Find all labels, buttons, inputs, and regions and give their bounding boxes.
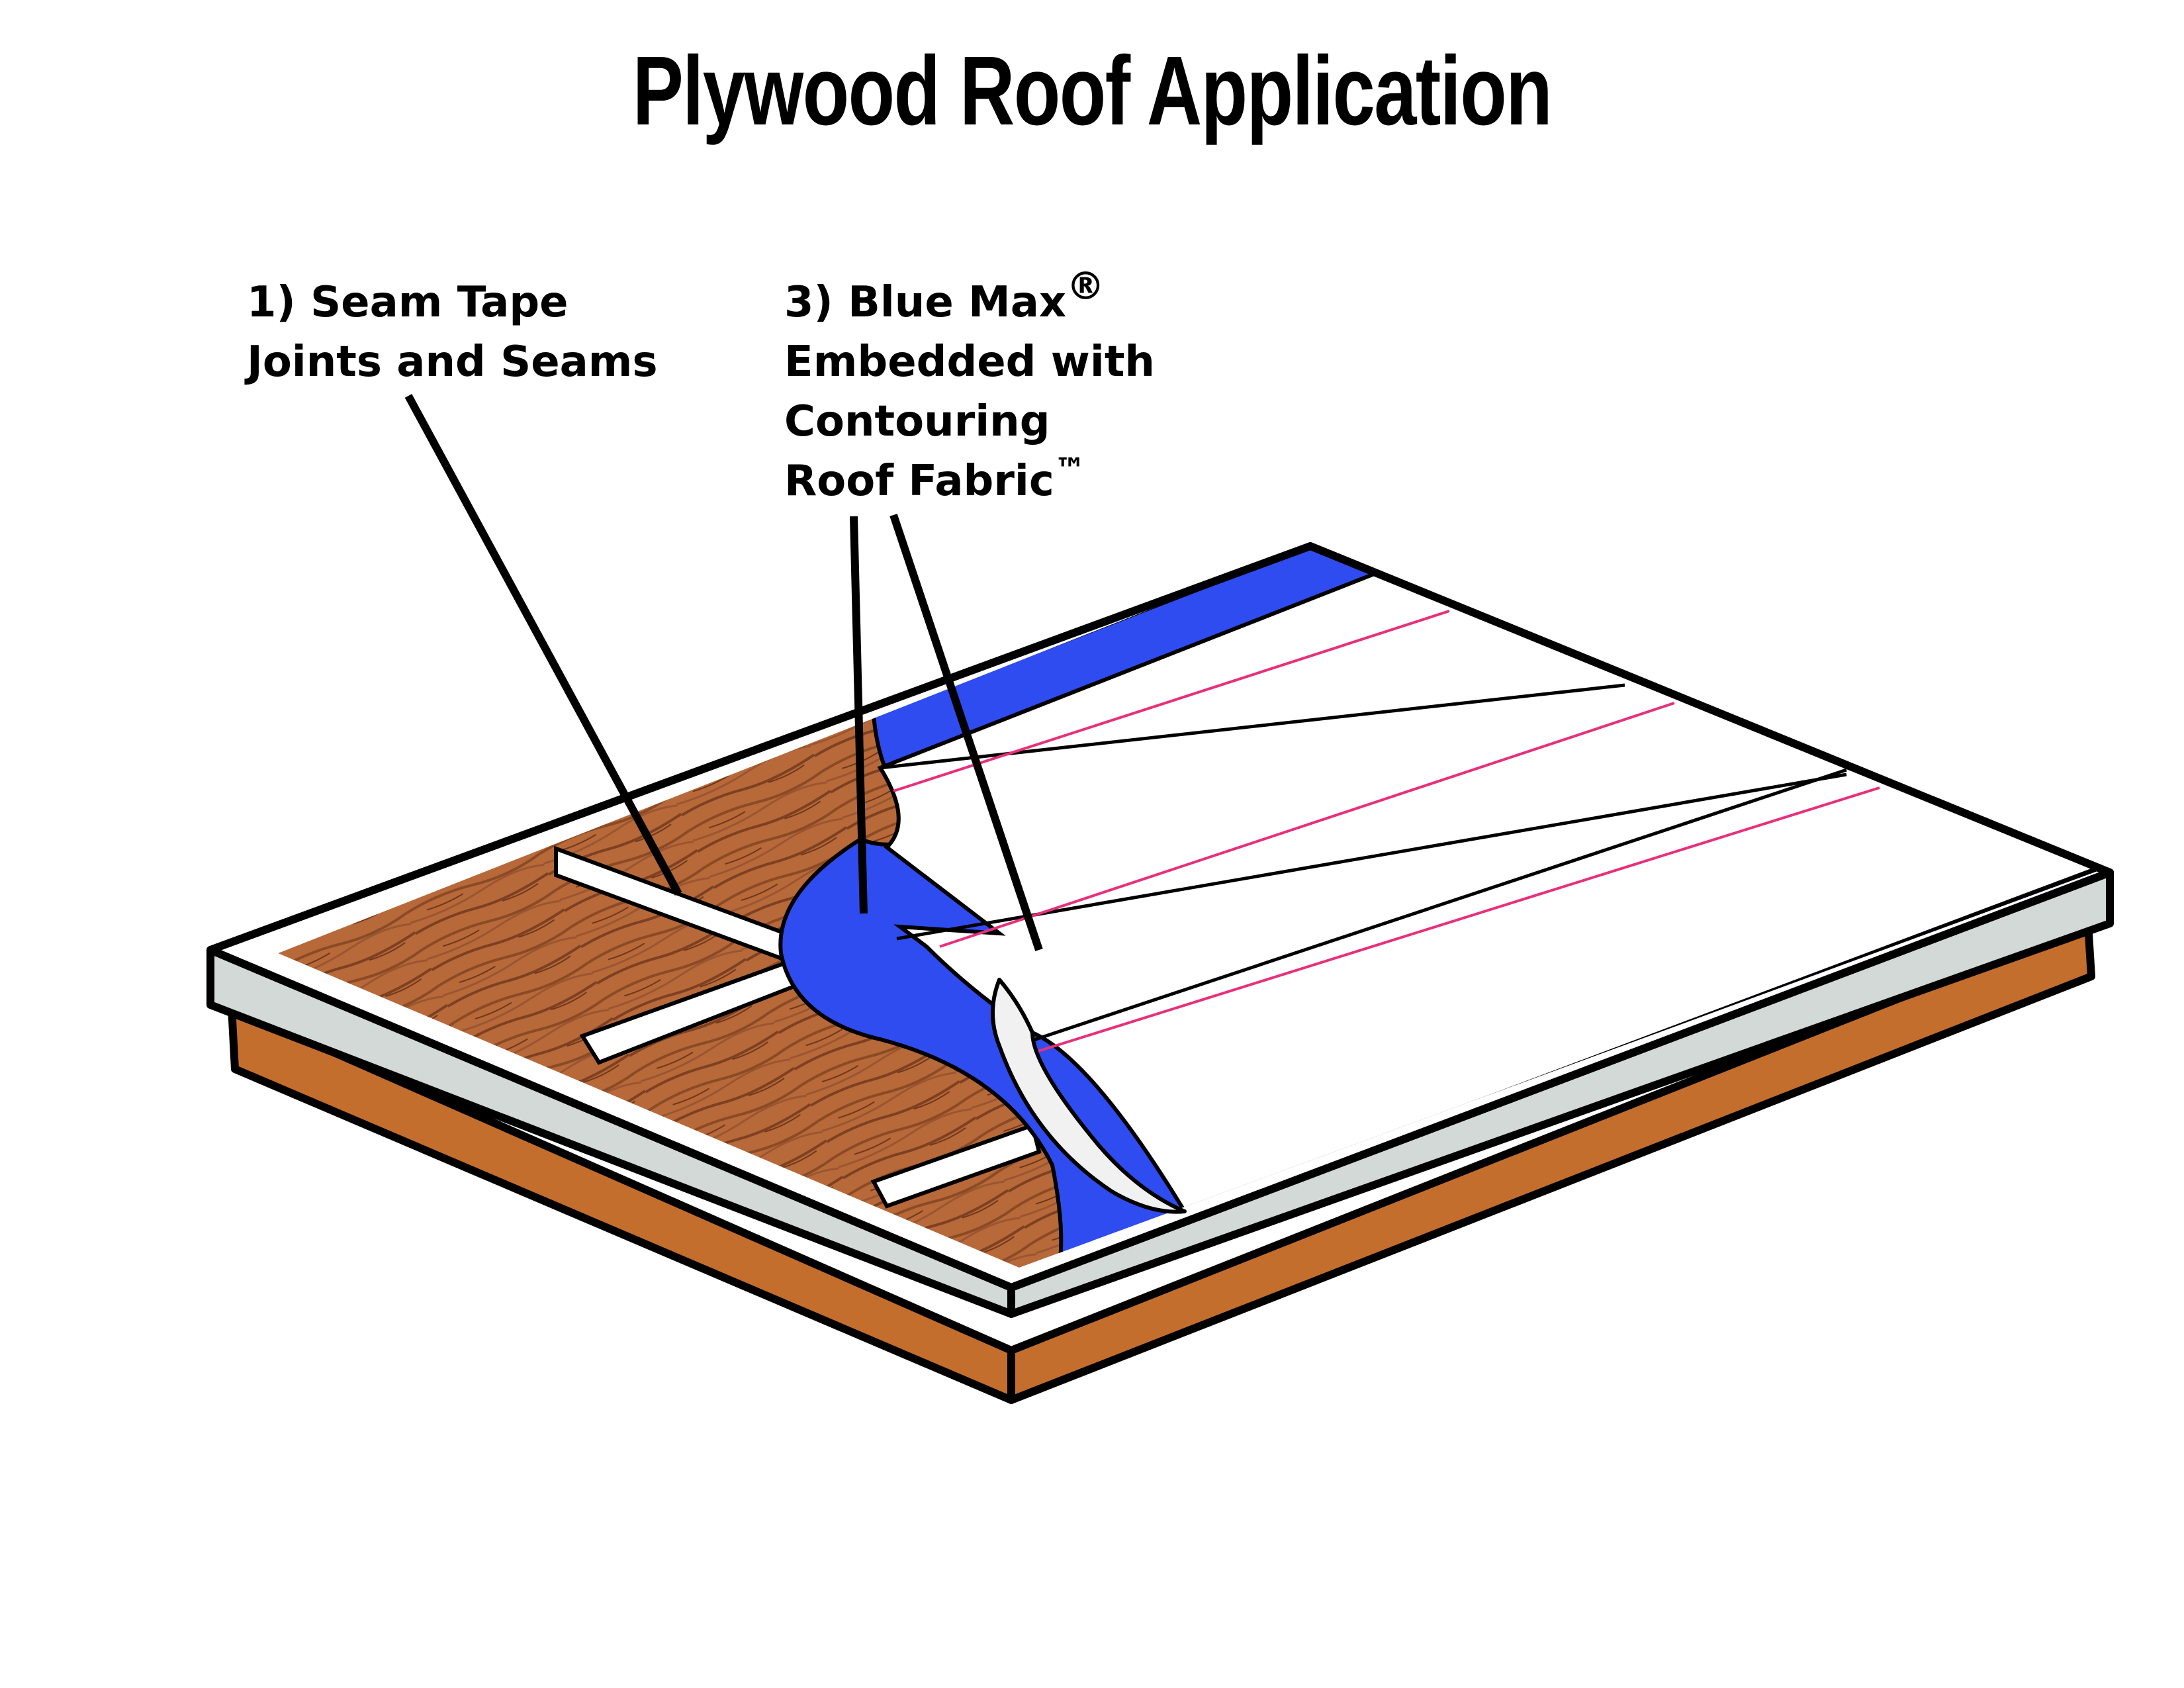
roof-fabric-text: Roof Fabric — [784, 457, 1054, 506]
fabric-guide-line — [1012, 786, 1880, 1060]
seam-tape-label-line2: Joints and Seams — [247, 338, 658, 387]
deck-outline — [206, 542, 2114, 1291]
blue-max-label-line4: Roof Fabric™ — [784, 451, 1155, 511]
trademark-symbol: ™ — [1054, 451, 1086, 489]
fabric-guide-line — [893, 610, 1450, 792]
fabric-guide-line — [939, 702, 1675, 948]
blue-max-label-text: 3) Blue Max — [784, 278, 1067, 327]
leader-line — [850, 516, 868, 914]
fabric-curl — [991, 978, 1187, 1214]
leader-line — [404, 394, 682, 896]
leader-line — [889, 514, 1043, 951]
page-title: Plywood Roof Application — [632, 36, 1553, 146]
blue-max-label-line2: Embedded with — [784, 338, 1155, 387]
seam-tape-label-line1: 1) Seam Tape — [247, 278, 569, 327]
seam-tape-label: 1) Seam Tape Joints and Seams — [247, 273, 658, 392]
registered-symbol: ® — [1066, 263, 1105, 308]
fabric-seam-line — [896, 773, 1847, 941]
deck-side-front-right — [1007, 919, 2095, 1404]
fabric-seam-line — [1025, 768, 1847, 1045]
blue-max-label-line1: 3) Blue Max® — [784, 267, 1155, 332]
blue-max-label: 3) Blue Max® Embedded with Contouring Ro… — [784, 267, 1155, 511]
blue-max-label-line3: Contouring — [784, 397, 1050, 446]
seam-tape-strip — [870, 1123, 1042, 1209]
